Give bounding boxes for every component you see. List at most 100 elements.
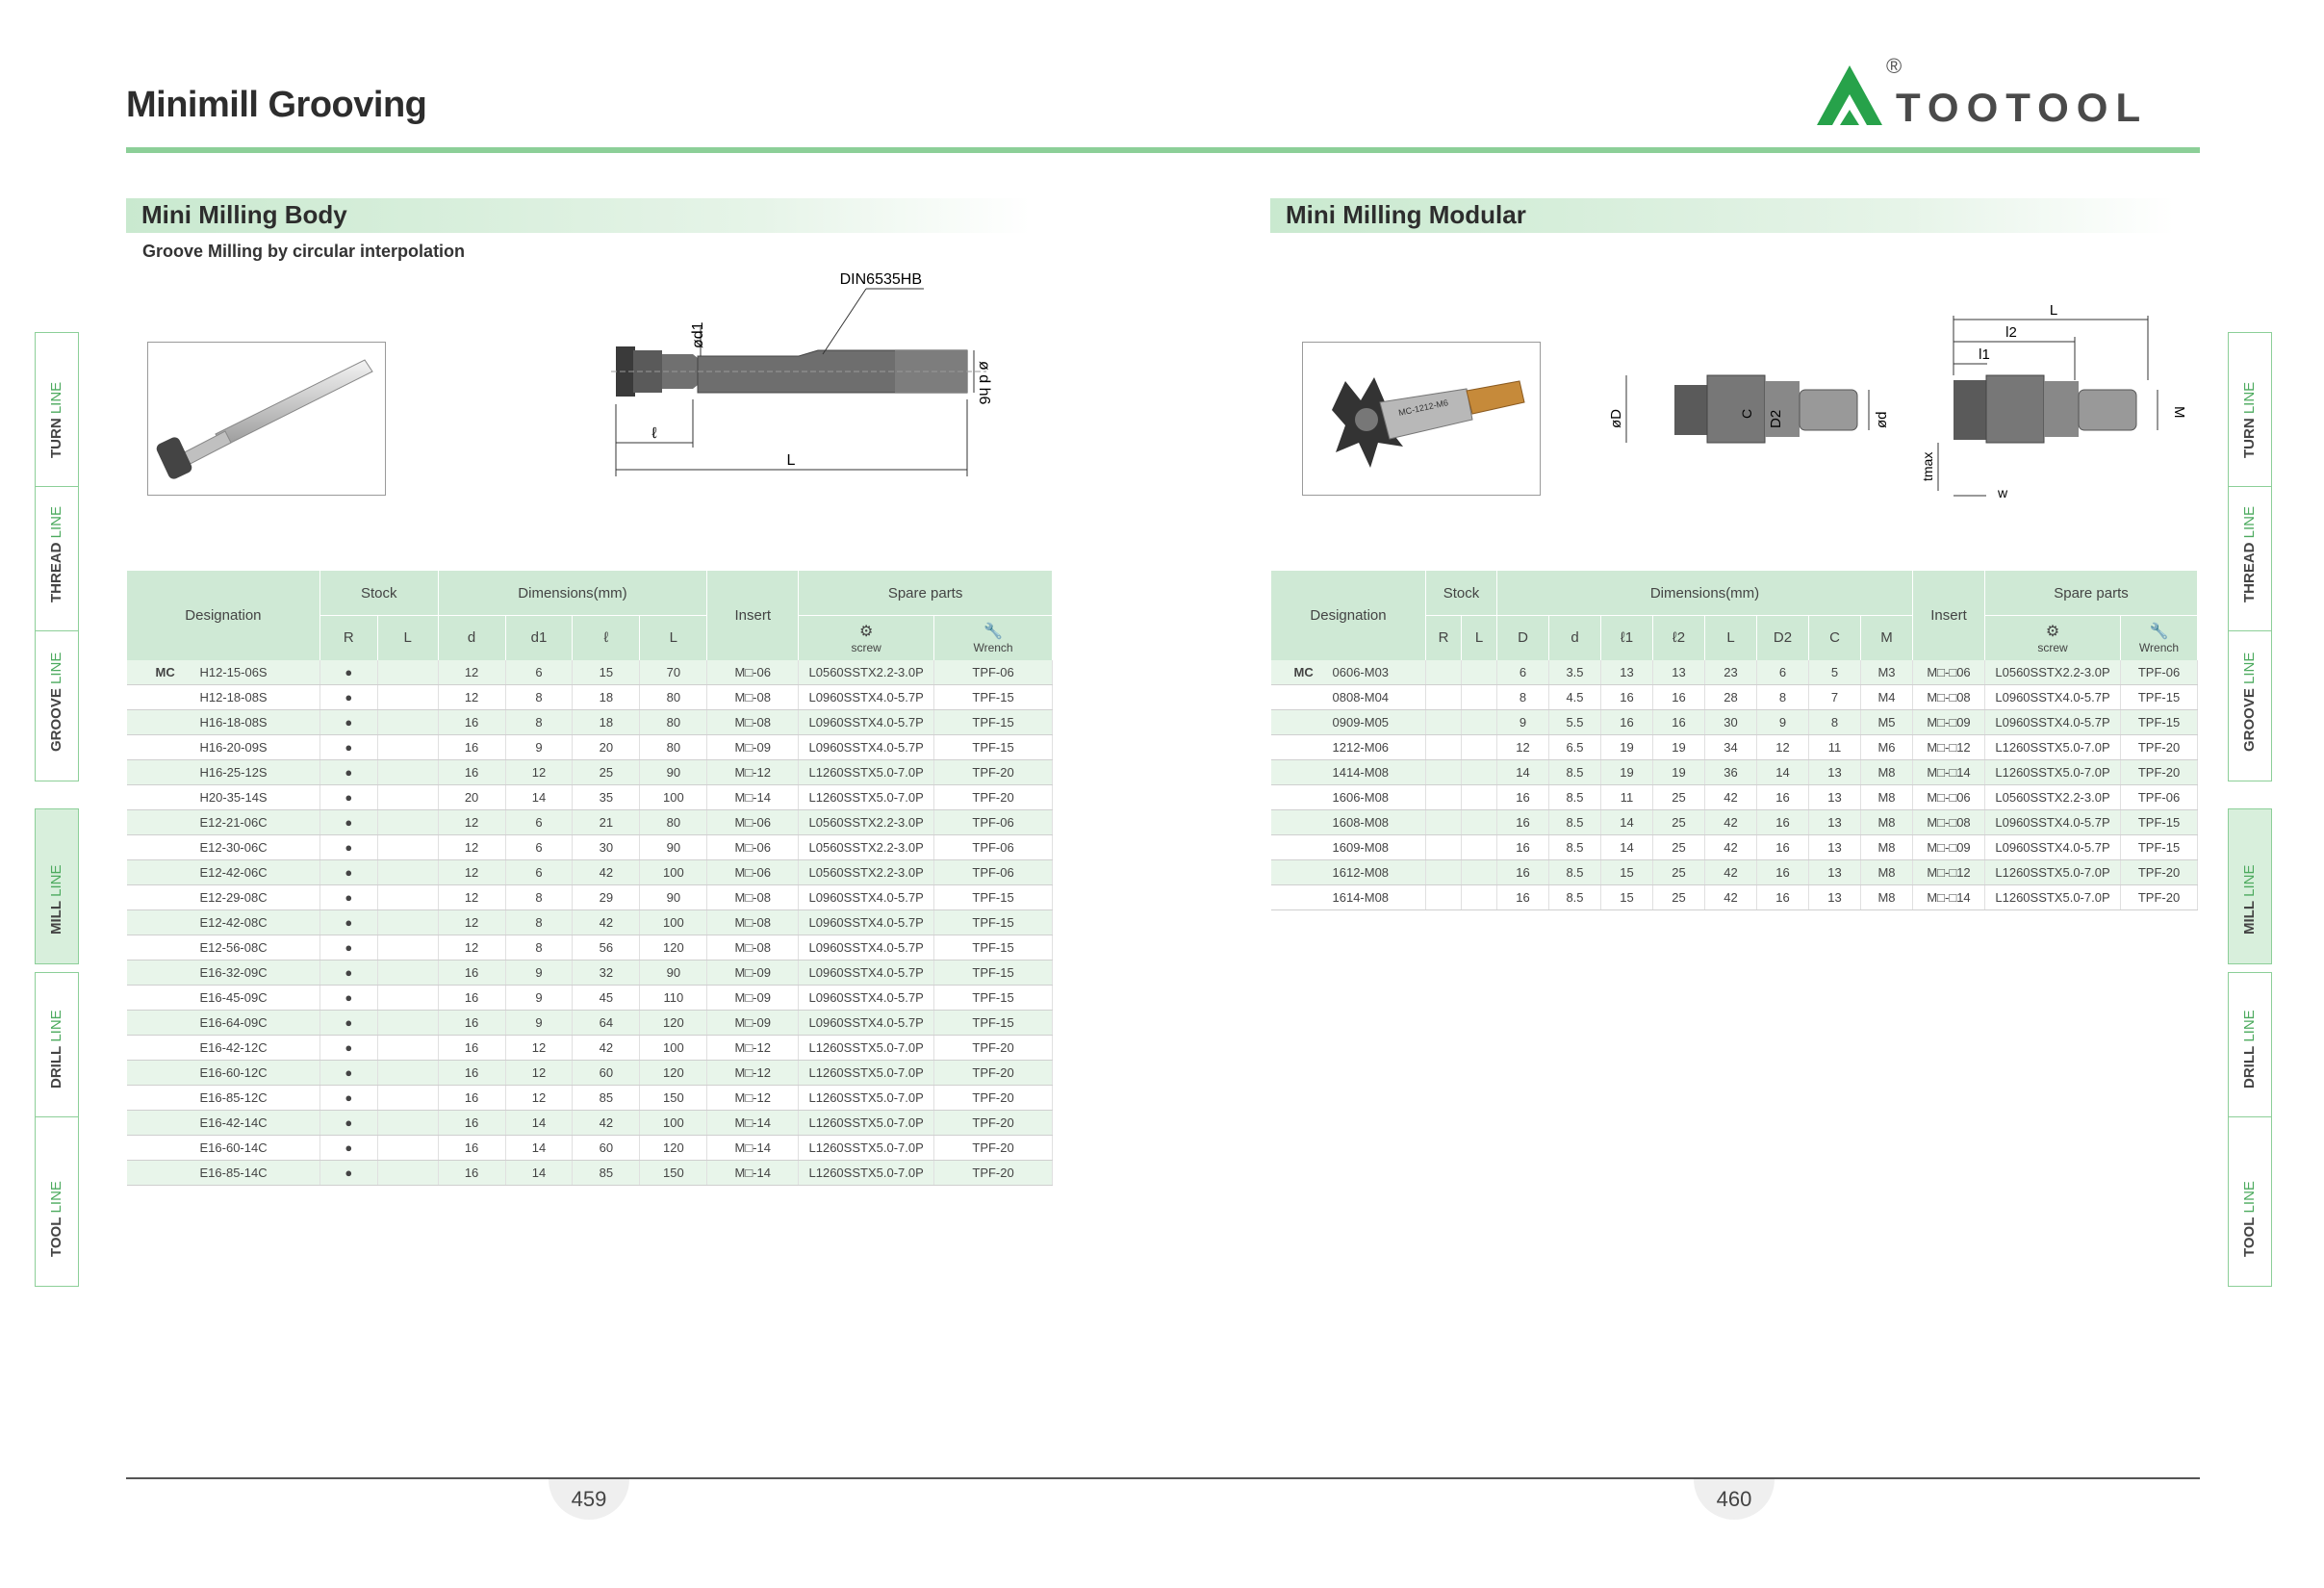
col-d1: d1 — [504, 615, 574, 660]
side-tab-label: TURN LINE — [2241, 382, 2258, 458]
right-spec-table: Designation Stock Dimensions(mm) Insert … — [1270, 570, 2198, 910]
stock-r-cell: ● — [319, 1110, 378, 1136]
l-cell: 18 — [572, 684, 641, 710]
l2-cell: 16 — [1652, 684, 1705, 710]
col-d-r: d — [1548, 615, 1601, 660]
d1-cell: 12 — [505, 1035, 574, 1061]
side-tab-bold: TURN — [48, 418, 64, 458]
w-cell: TPF-15 — [933, 734, 1053, 760]
side-tab-turn[interactable]: TURN LINE — [35, 332, 79, 488]
stock-l-cell — [1461, 809, 1497, 835]
side-tab-mill[interactable]: MILL LINE — [2228, 808, 2272, 964]
side-tab-light: LINE — [48, 1181, 64, 1214]
d1-cell: 8 — [505, 884, 574, 910]
designation: E16-85-14C — [199, 1165, 268, 1180]
col-l2-r: ℓ2 — [1652, 615, 1705, 660]
col-spare-parts: Spare parts — [798, 570, 1053, 616]
M-cell: M8 — [1860, 834, 1913, 860]
stock-l-cell — [1461, 734, 1497, 760]
w-cell: TPF-06 — [933, 659, 1053, 685]
stock-l-cell — [377, 1035, 439, 1061]
logo-mark-icon — [1817, 65, 1882, 125]
l-cell: 30 — [572, 834, 641, 860]
ins-cell: M□-□12 — [1912, 859, 1985, 885]
side-tab-tool[interactable]: TOOL LINE — [35, 1116, 79, 1287]
right-product-photo: MC-1212-M6 — [1302, 342, 1541, 496]
side-tab-turn[interactable]: TURN LINE — [2228, 332, 2272, 488]
stock-l-cell — [377, 960, 439, 986]
stock-l-cell — [377, 985, 439, 1011]
d1-cell: 14 — [505, 1110, 574, 1136]
left-subtitle: Groove Milling by circular interpolation — [142, 242, 466, 261]
stock-r-cell: ● — [319, 960, 378, 986]
stock-r-cell: ● — [319, 659, 378, 685]
d-cell: 16 — [438, 1010, 506, 1036]
designation: H16-18-08S — [199, 714, 268, 730]
ins-cell: M□-12 — [706, 759, 800, 785]
stock-l-cell — [377, 935, 439, 960]
stock-l-cell — [377, 884, 439, 910]
screw-cell: L0960SSTX4.0-5.7P — [1984, 709, 2121, 735]
w-cell: TPF-20 — [933, 1060, 1053, 1086]
brand-logo — [1811, 58, 1888, 135]
side-tab-label: THREAD LINE — [48, 506, 64, 602]
d1-cell: 12 — [505, 1085, 574, 1111]
designation-cell: H20-35-14S — [126, 784, 320, 810]
designation: E16-60-14C — [199, 1140, 268, 1155]
designation-cell: E16-45-09C — [126, 985, 320, 1011]
col-R: R — [319, 615, 378, 660]
side-tab-groove[interactable]: GROOVE LINE — [2228, 630, 2272, 781]
side-tab-drill[interactable]: DRILL LINE — [2228, 972, 2272, 1118]
side-tab-light: LINE — [2241, 864, 2258, 897]
col-R-r: R — [1425, 615, 1462, 660]
designation-cell: H16-18-08S — [126, 709, 320, 735]
C-cell: 8 — [1808, 709, 1861, 735]
d-cell: 3.5 — [1548, 659, 1601, 685]
col-insert: Insert — [706, 570, 800, 660]
screw-cell: L1260SSTX5.0-7.0P — [798, 1110, 935, 1136]
side-tab-tool[interactable]: TOOL LINE — [2228, 1116, 2272, 1287]
side-tab-light: LINE — [48, 1010, 64, 1042]
designation-cell: E16-60-12C — [126, 1060, 320, 1086]
d1-cell: 12 — [505, 759, 574, 785]
stock-l-cell — [377, 809, 439, 835]
d-cell: 16 — [438, 709, 506, 735]
side-tab-groove[interactable]: GROOVE LINE — [35, 630, 79, 781]
D-cell: 12 — [1496, 734, 1549, 760]
l1-cell: 19 — [1600, 734, 1653, 760]
side-tab-mill[interactable]: MILL LINE — [35, 808, 79, 964]
d-cell: 8.5 — [1548, 884, 1601, 910]
l-cell: 21 — [572, 809, 641, 835]
stock-r-cell: ● — [319, 734, 378, 760]
w-cell: TPF-20 — [933, 784, 1053, 810]
designation: 0808-M04 — [1332, 689, 1390, 704]
l1-cell: 11 — [1600, 784, 1653, 810]
L-cell: 23 — [1704, 659, 1757, 685]
ins-cell: M□-06 — [706, 834, 800, 860]
side-tab-thread[interactable]: THREAD LINE — [35, 486, 79, 632]
screw-cell: L0960SSTX4.0-5.7P — [1984, 684, 2121, 710]
C-cell: 13 — [1808, 834, 1861, 860]
C-cell: 11 — [1808, 734, 1861, 760]
d-cell: 12 — [438, 859, 506, 885]
d1-cell: 12 — [505, 1060, 574, 1086]
screw-cell: L1260SSTX5.0-7.0P — [1984, 859, 2121, 885]
L-cell: 90 — [639, 759, 708, 785]
logo-wordmark: TOOTOOL — [1896, 85, 2149, 130]
col-D2-r: D2 — [1756, 615, 1809, 660]
side-tab-thread[interactable]: THREAD LINE — [2228, 486, 2272, 632]
d1-cell: 9 — [505, 985, 574, 1011]
L-cell: 42 — [1704, 884, 1757, 910]
ins-cell: M□-06 — [706, 659, 800, 685]
footer-divider — [126, 1477, 2200, 1479]
stock-r-cell — [1425, 734, 1462, 760]
side-tab-drill[interactable]: DRILL LINE — [35, 972, 79, 1118]
L-cell: 110 — [639, 985, 708, 1011]
